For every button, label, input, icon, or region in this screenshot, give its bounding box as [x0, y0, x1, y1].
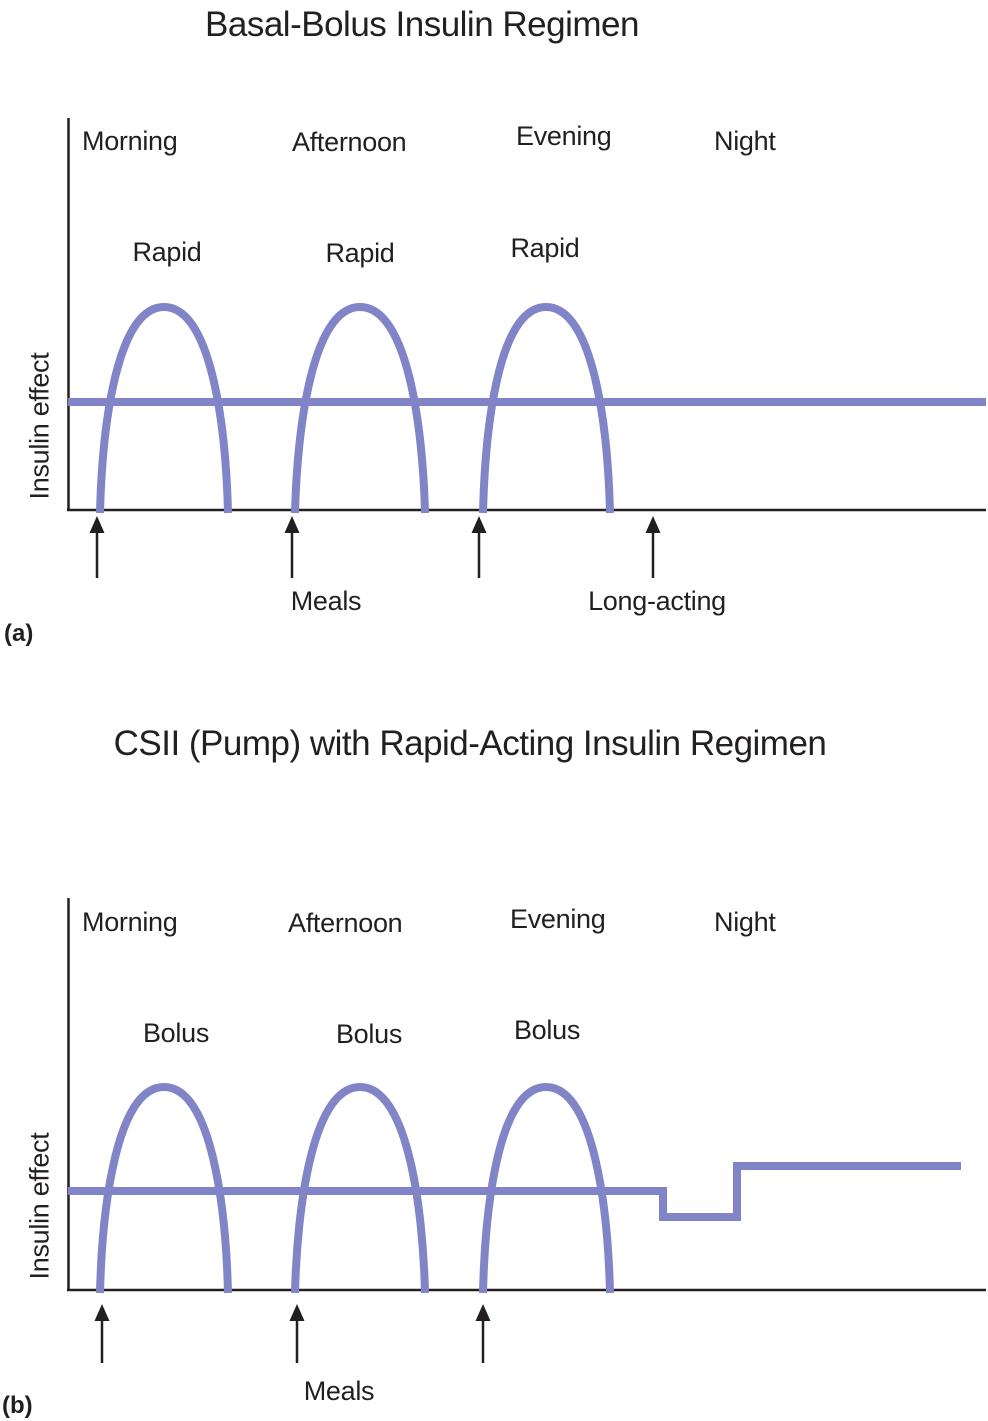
rapid-insulin-curve-3-a [479, 302, 614, 514]
panel-a-tag: (a) [4, 620, 34, 647]
rapid-label-2: Rapid [325, 238, 395, 268]
rapid-label-3: Rapid [510, 233, 580, 263]
rapid-label-1: Rapid [132, 237, 202, 267]
bolus-label-3: Bolus [513, 1015, 581, 1045]
panel-a-plot [67, 118, 986, 578]
rapid-insulin-curve-2-a [291, 302, 429, 514]
time-label-morning-b: Morning [82, 907, 178, 937]
panel-a-title: Basal-Bolus Insulin Regimen [205, 5, 639, 44]
bolus-insulin-curve-2-b [291, 1082, 429, 1294]
bolus-label-1: Bolus [142, 1018, 210, 1048]
panel-b-tag: (b) [2, 1392, 33, 1419]
time-label-evening-b: Evening [510, 904, 606, 934]
long-acting-arrow-icon [645, 516, 661, 578]
meal-arrow-3-a-icon [471, 516, 487, 578]
meals-label-b: Meals [303, 1376, 375, 1406]
time-label-night-a: Night [714, 126, 776, 156]
time-label-evening-a: Evening [516, 121, 612, 151]
meal-arrow-2-b-icon [289, 1304, 305, 1363]
time-label-night-b: Night [714, 907, 776, 937]
bolus-insulin-curve-3-b [479, 1082, 614, 1294]
bolus-label-2: Bolus [335, 1019, 403, 1049]
meal-arrow-1-a-icon [89, 516, 105, 578]
panel-b-title: CSII (Pump) with Rapid-Acting Insulin Re… [113, 724, 827, 763]
time-label-morning-a: Morning [82, 126, 178, 156]
time-label-afternoon-a: Afternoon [292, 127, 407, 157]
rapid-insulin-curve-1-a [96, 302, 232, 514]
y-axis-label-b: Insulin effect [24, 1132, 55, 1280]
meal-arrow-1-b-icon [94, 1304, 110, 1363]
meal-arrow-3-b-icon [475, 1304, 491, 1363]
pump-basal-step-line-b [68, 1162, 961, 1221]
time-label-afternoon-b: Afternoon [288, 908, 403, 938]
long-acting-label: Long-acting [588, 586, 726, 616]
meals-label-a: Meals [290, 586, 362, 616]
y-axis-label-a: Insulin effect [24, 352, 55, 500]
panel-b-plot [67, 898, 986, 1363]
meal-arrow-2-a-icon [284, 516, 300, 578]
bolus-insulin-curve-1-b [96, 1082, 232, 1294]
